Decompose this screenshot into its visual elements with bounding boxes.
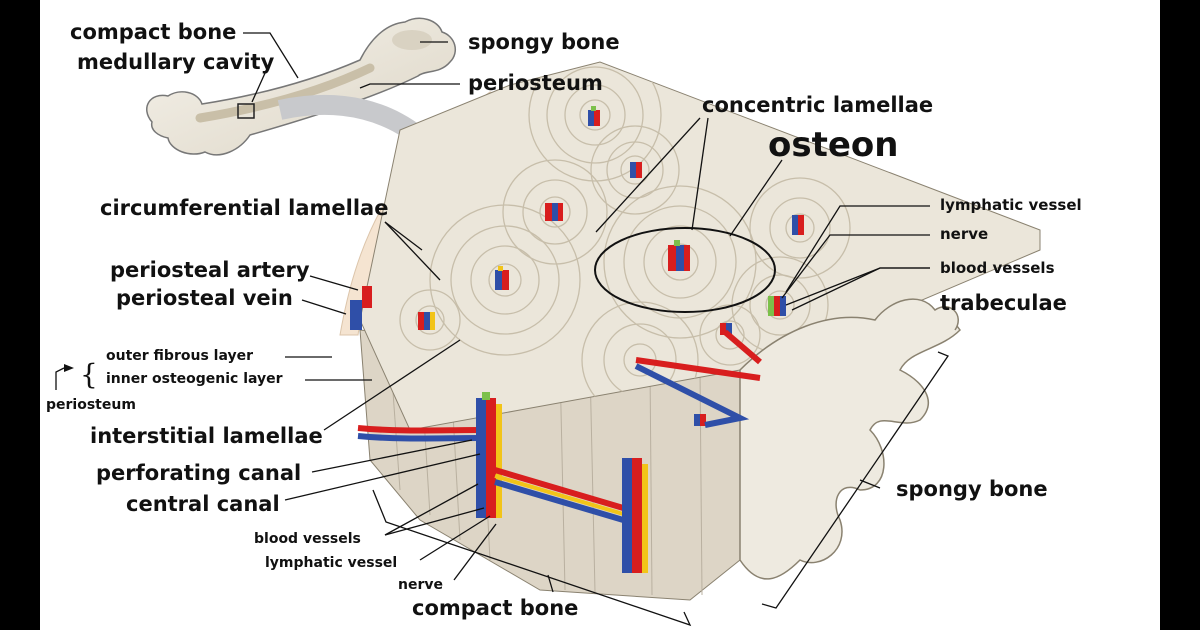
- perforating-vein: [634, 363, 750, 428]
- periosteum-brace: {: [80, 358, 98, 391]
- trabeculae-tip: [874, 298, 959, 331]
- label-central-canal: central canal: [126, 492, 280, 516]
- label-perforating-canal: perforating canal: [96, 461, 302, 485]
- label-compact-bone-top: compact bone: [70, 20, 237, 44]
- label-trabeculae: trabeculae: [940, 291, 1067, 315]
- long-bone-outline: [146, 17, 457, 156]
- label-lymphatic-vessel-bottom: lymphatic vessel: [265, 555, 398, 571]
- label-blood-vessels-bottom: blood vessels: [254, 531, 361, 547]
- leader-lines: [55, 32, 949, 627]
- label-concentric-lamellae: concentric lamellae: [702, 93, 934, 117]
- bone-top-face: [359, 61, 1041, 431]
- periosteum-arrowhead: [64, 364, 74, 372]
- bone-structure-illustration: {: [55, 17, 1041, 627]
- label-compact-bone-bottom: compact bone: [412, 596, 579, 620]
- periosteal-vein-shape: [350, 300, 362, 330]
- periosteal-artery-shape: [362, 286, 372, 308]
- label-outer-fibrous-layer: outer fibrous layer: [106, 348, 253, 364]
- osteon-artery-branch: [723, 329, 762, 365]
- label-lymphatic-vessel-right: lymphatic vessel: [940, 196, 1082, 214]
- zoom-box: [237, 103, 255, 119]
- spongy-bone-trabeculae: [739, 305, 961, 580]
- label-circumferential-lamellae: circumferential lamellae: [100, 196, 389, 220]
- perforating-canal-vessels: [357, 392, 648, 573]
- label-spongy-bone-top: spongy bone: [468, 30, 620, 54]
- label-periosteum-left: periosteum: [46, 397, 136, 413]
- label-blood-vessels-right: blood vessels: [940, 259, 1055, 277]
- label-periosteal-artery: periosteal artery: [110, 258, 310, 282]
- label-osteon: osteon: [768, 125, 899, 165]
- diagram-canvas: { compact bone medullary cavity spongy b…: [40, 0, 1160, 630]
- label-nerve-right: nerve: [940, 225, 989, 243]
- central-canal-vessels: [418, 106, 804, 426]
- label-spongy-bone-right: spongy bone: [896, 477, 1048, 501]
- label-nerve-bottom: nerve: [398, 577, 443, 593]
- label-interstitial-lamellae: interstitial lamellae: [90, 424, 323, 448]
- label-periosteal-vein: periosteal vein: [116, 286, 293, 310]
- label-medullary-cavity: medullary cavity: [77, 50, 275, 74]
- osteon-highlight-ellipse: [594, 227, 776, 313]
- perforating-artery: [635, 357, 761, 381]
- label-periosteum-top: periosteum: [468, 71, 603, 95]
- spongy-bone-head: [392, 30, 432, 50]
- label-inner-osteogenic-layer: inner osteogenic layer: [106, 371, 283, 387]
